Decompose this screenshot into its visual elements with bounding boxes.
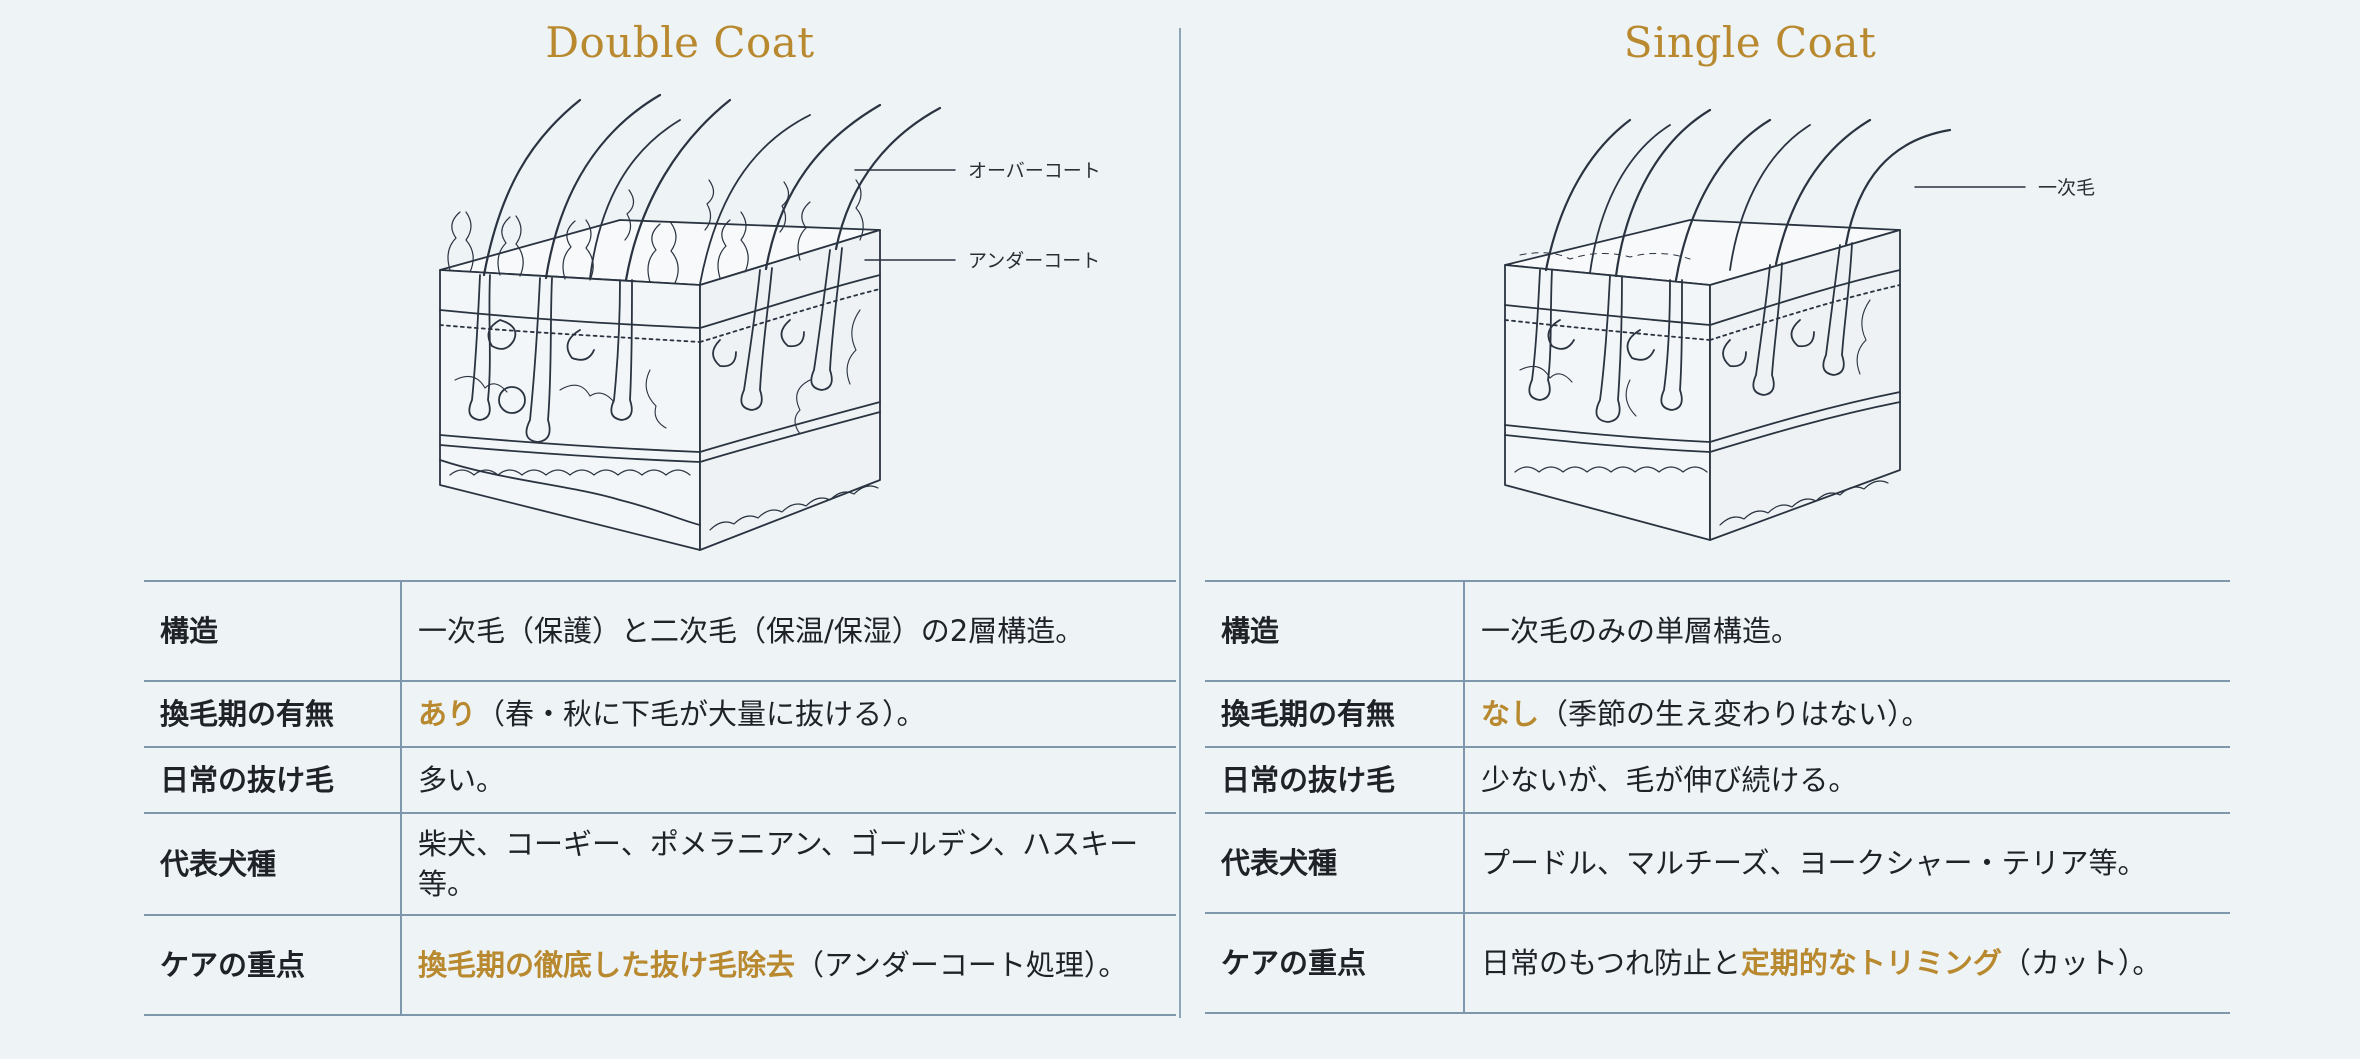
row-value-breeds: プードル、マルチーズ、ヨークシャー・テリア等。 [1464, 812, 2230, 913]
care-pre: 日常のもつれ防止と [1481, 946, 1741, 980]
row-key-care: ケアの重点 [144, 914, 402, 1016]
table-row: ケアの重点 日常のもつれ防止と定期的なトリミング（カット）。 [1205, 912, 2230, 1014]
molt-highlight: あり [418, 697, 477, 731]
row-value-molt: なし（季節の生え変わりはない）。 [1464, 680, 2230, 747]
table-row: 日常の抜け毛 少ないが、毛が伸び続ける。 [1205, 746, 2230, 813]
primary-hair-label: 一次毛 [2038, 177, 2095, 199]
single-coat-panel: Single Coat [1190, 0, 2310, 1059]
panel-divider [1179, 28, 1181, 1018]
table-row: 構造 一次毛のみの単層構造。 [1205, 580, 2230, 681]
row-value-structure: 一次毛（保護）と二次毛（保温/保湿）の2層構造。 [401, 580, 1176, 681]
row-key-breeds: 代表犬種 [144, 812, 402, 915]
molt-highlight: なし [1481, 697, 1540, 731]
skin-block-side [700, 230, 880, 550]
table-row: 構造 一次毛（保護）と二次毛（保温/保湿）の2層構造。 [144, 580, 1176, 681]
row-key-daily-shedding: 日常の抜け毛 [144, 746, 402, 813]
table-row: 代表犬種 柴犬、コーギー、ポメラニアン、ゴールデン、ハスキー等。 [144, 812, 1176, 915]
row-key-daily-shedding: 日常の抜け毛 [1205, 746, 1465, 813]
molt-rest: （春・秋に下毛が大量に抜ける）。 [476, 697, 926, 731]
skin-block-side [1710, 230, 1900, 540]
row-key-care: ケアの重点 [1205, 912, 1465, 1014]
row-key-molt: 換毛期の有無 [1205, 680, 1465, 747]
double-coat-table: 構造 一次毛（保護）と二次毛（保温/保湿）の2層構造。 換毛期の有無 あり（春・… [144, 580, 1176, 1016]
row-value-care: 換毛期の徹底した抜け毛除去（アンダーコート処理）。 [401, 914, 1176, 1016]
table-row: ケアの重点 換毛期の徹底した抜け毛除去（アンダーコート処理）。 [144, 914, 1176, 1016]
double-coat-panel: Double Coat [120, 0, 1240, 1059]
undercoat-label: アンダーコート [968, 250, 1100, 272]
row-key-structure: 構造 [1205, 580, 1465, 681]
skin-block-front [1505, 265, 1710, 540]
row-key-breeds: 代表犬種 [1205, 812, 1465, 913]
single-coat-table: 構造 一次毛のみの単層構造。 換毛期の有無 なし（季節の生え変わりはない）。 日… [1205, 580, 2230, 1014]
row-value-structure: 一次毛のみの単層構造。 [1464, 580, 2230, 681]
double-coat-title: Double Coat [545, 18, 815, 67]
row-value-daily-shedding: 多い。 [401, 746, 1176, 813]
care-highlight: 換毛期の徹底した抜け毛除去 [418, 948, 796, 982]
care-rest: （アンダーコート処理）。 [795, 948, 1128, 982]
row-value-breeds: 柴犬、コーギー、ポメラニアン、ゴールデン、ハスキー等。 [401, 812, 1176, 915]
table-row: 日常の抜け毛 多い。 [144, 746, 1176, 813]
table-row: 換毛期の有無 あり（春・秋に下毛が大量に抜ける）。 [144, 680, 1176, 747]
care-rest: （カット）。 [2001, 946, 2162, 980]
table-row: 代表犬種 プードル、マルチーズ、ヨークシャー・テリア等。 [1205, 812, 2230, 913]
single-coat-skin-illustration: 一次毛 [1190, 80, 2095, 560]
row-value-daily-shedding: 少ないが、毛が伸び続ける。 [1464, 746, 2230, 813]
table-row: 換毛期の有無 なし（季節の生え変わりはない）。 [1205, 680, 2230, 747]
single-coat-title: Single Coat [1623, 18, 1877, 67]
overcoat-label: オーバーコート [968, 160, 1101, 182]
row-key-molt: 換毛期の有無 [144, 680, 402, 747]
molt-rest: （季節の生え変わりはない）。 [1539, 697, 1931, 731]
row-key-structure: 構造 [144, 580, 402, 681]
care-highlight: 定期的なトリミング [1740, 946, 2002, 980]
row-value-molt: あり（春・秋に下毛が大量に抜ける）。 [401, 680, 1176, 747]
row-value-care: 日常のもつれ防止と定期的なトリミング（カット）。 [1464, 912, 2230, 1014]
double-coat-skin-illustration: オーバーコート アンダーコート [120, 80, 1101, 560]
